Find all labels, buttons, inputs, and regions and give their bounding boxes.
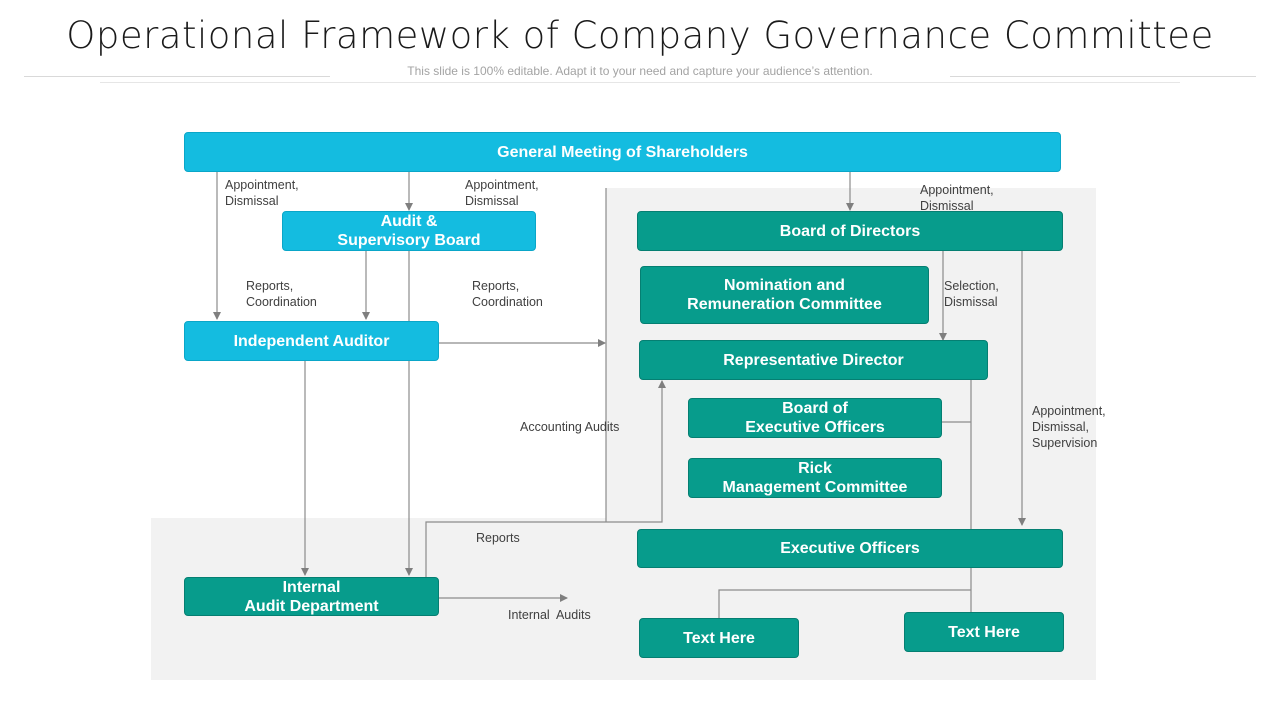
audit-supervisory-board-box[interactable]: Audit & Supervisory Board [282,211,536,251]
representative-director-box[interactable]: Representative Director [639,340,988,380]
label-appointment-right: Appointment, Dismissal [920,183,994,213]
page-subtitle: This slide is 100% editable. Adapt it to… [407,64,873,78]
general-meeting-box[interactable]: General Meeting of Shareholders [184,132,1061,172]
label-appointment-left: Appointment, Dismissal [225,178,299,208]
board-of-directors-box[interactable]: Board of Directors [637,211,1063,251]
connector-to-text-here-left [718,589,971,618]
connector-reports [425,380,666,577]
risk-management-committee-box[interactable]: Rick Management Committee [688,458,942,498]
executive-officers-box[interactable]: Executive Officers [637,529,1063,568]
nomination-remuneration-box[interactable]: Nomination and Remuneration Committee [640,266,929,324]
title-rule-left [24,76,330,77]
text-here-left-box[interactable]: Text Here [639,618,799,658]
label-reports: Reports [476,531,520,545]
text-here-right-box[interactable]: Text Here [904,612,1064,652]
label-appointment-supervision: Appointment, Dismissal, Supervision [1032,404,1106,450]
label-internal-audits: Internal Audits [508,608,591,622]
label-reports-coordination-mid: Reports, Coordination [472,279,543,309]
board-of-executive-officers-box[interactable]: Board of Executive Officers [688,398,942,438]
label-reports-coordination-left: Reports, Coordination [246,279,317,309]
label-accounting-audits: Accounting Audits [520,420,620,434]
label-selection-dismissal: Selection, Dismissal [944,279,999,309]
subtitle-rule [100,82,1180,83]
label-appointment-mid: Appointment, Dismissal [465,178,539,208]
page-title: Operational Framework of Company Governa… [66,14,1214,57]
title-rule-right [950,76,1256,77]
internal-audit-department-box[interactable]: Internal Audit Department [184,577,439,616]
independent-auditor-box[interactable]: Independent Auditor [184,321,439,361]
